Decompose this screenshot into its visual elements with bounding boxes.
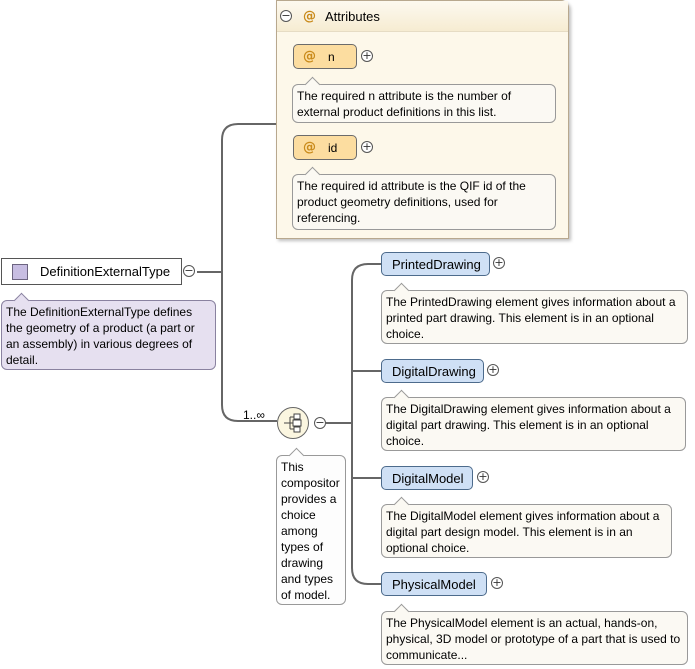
element-digital-drawing[interactable]: DigitalDrawing [381,359,484,383]
element-doc-text: The PrintedDrawing element gives informa… [386,295,676,341]
root-element-box[interactable]: DefinitionExternalType [1,258,182,285]
element-name: PhysicalModel [392,576,476,592]
root-element-name: DefinitionExternalType [40,264,171,279]
compositor-doc-text: This compositor provides a choice among … [281,460,340,602]
attribute-n-expand-button[interactable]: + [361,49,373,62]
attribute-name: n [328,49,335,64]
element-doc-text: The PhysicalModel element is an actual, … [386,616,681,662]
attribute-icon: @ [303,140,316,155]
element-doc-text: The DigitalDrawing element gives informa… [386,402,671,448]
choice-connector [351,263,381,585]
element-name: PrintedDrawing [392,256,481,272]
printed-drawing-expand-button[interactable]: + [493,256,505,269]
attribute-n-doc-note: The required n attribute is the number o… [292,76,556,123]
digital-model-doc-note: The DigitalModel element gives informati… [381,496,672,558]
element-physical-model[interactable]: PhysicalModel [381,572,487,596]
choice-compositor[interactable] [277,407,309,439]
digital-model-expand-button[interactable]: + [477,470,489,483]
element-digital-model[interactable]: DigitalModel [381,466,473,490]
digital-drawing-doc-note: The DigitalDrawing element gives informa… [381,389,686,451]
printed-drawing-doc-note: The PrintedDrawing element gives informa… [381,282,688,344]
choice-icon [284,413,302,433]
choice-branch-connector [352,370,381,479]
attribute-icon: @ [303,49,316,64]
attribute-doc-text: The required id attribute is the QIF id … [297,179,526,225]
attribute-name: id [328,140,338,155]
complex-type-icon [12,263,28,280]
root-doc-note: The DefinitionExternalType defines the g… [1,292,216,370]
element-printed-drawing[interactable]: PrintedDrawing [381,252,490,276]
compositor-collapse-button[interactable]: − [314,416,326,429]
root-collapse-button[interactable]: − [183,264,195,277]
attributes-collapse-button[interactable]: − [280,9,292,22]
compositor-doc-note: This compositor provides a choice among … [276,447,346,605]
attributes-header: − @ Attributes [277,1,568,32]
element-name: DigitalDrawing [392,363,476,379]
element-name: DigitalModel [392,470,464,486]
attribute-group-icon: @ [303,9,316,24]
digital-drawing-expand-button[interactable]: + [487,363,499,376]
attribute-id-expand-button[interactable]: + [361,140,373,153]
physical-model-doc-note: The PhysicalModel element is an actual, … [381,603,688,665]
element-doc-text: The DigitalModel element gives informati… [386,509,660,555]
attribute-n-box[interactable]: @ n [293,44,357,69]
attribute-id-box[interactable]: @ id [293,135,357,160]
attributes-panel: − @ Attributes @ n + The required n attr… [276,0,569,239]
attributes-title: Attributes [325,9,380,24]
attribute-doc-text: The required n attribute is the number o… [297,89,512,119]
root-doc-text: The DefinitionExternalType defines the g… [6,305,195,367]
attribute-id-doc-note: The required id attribute is the QIF id … [292,166,556,230]
physical-model-expand-button[interactable]: + [491,576,503,589]
compositor-cardinality: 1..∞ [243,408,265,422]
branch-connector [221,123,277,422]
